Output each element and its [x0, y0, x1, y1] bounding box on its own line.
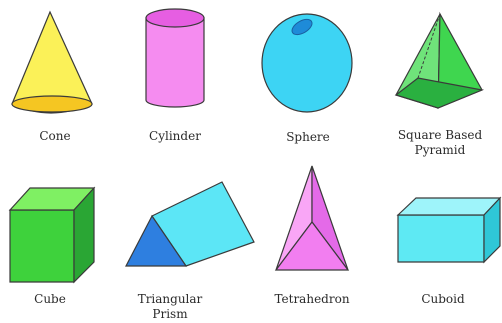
- triangular-prism-shape: [126, 182, 254, 266]
- cuboid-shape: [398, 198, 500, 262]
- cuboid-label: Cuboid: [408, 292, 478, 307]
- cylinder-label: Cylinder: [130, 129, 220, 144]
- sphere-label: Sphere: [268, 130, 348, 145]
- tetrahedron-label: Tetrahedron: [262, 292, 362, 307]
- square-pyramid-shape: [396, 14, 482, 108]
- cone-label: Cone: [20, 129, 90, 144]
- cube-shape: [10, 188, 94, 282]
- cube-label: Cube: [20, 292, 80, 307]
- square-pyramid-label: Square Based Pyramid: [378, 128, 502, 158]
- cone-shape: [12, 12, 92, 113]
- cylinder-shape: [146, 9, 204, 107]
- tetrahedron-shape: [276, 166, 348, 270]
- sphere-shape: [262, 14, 352, 112]
- triangular-prism-label: Triangular Prism: [120, 292, 220, 322]
